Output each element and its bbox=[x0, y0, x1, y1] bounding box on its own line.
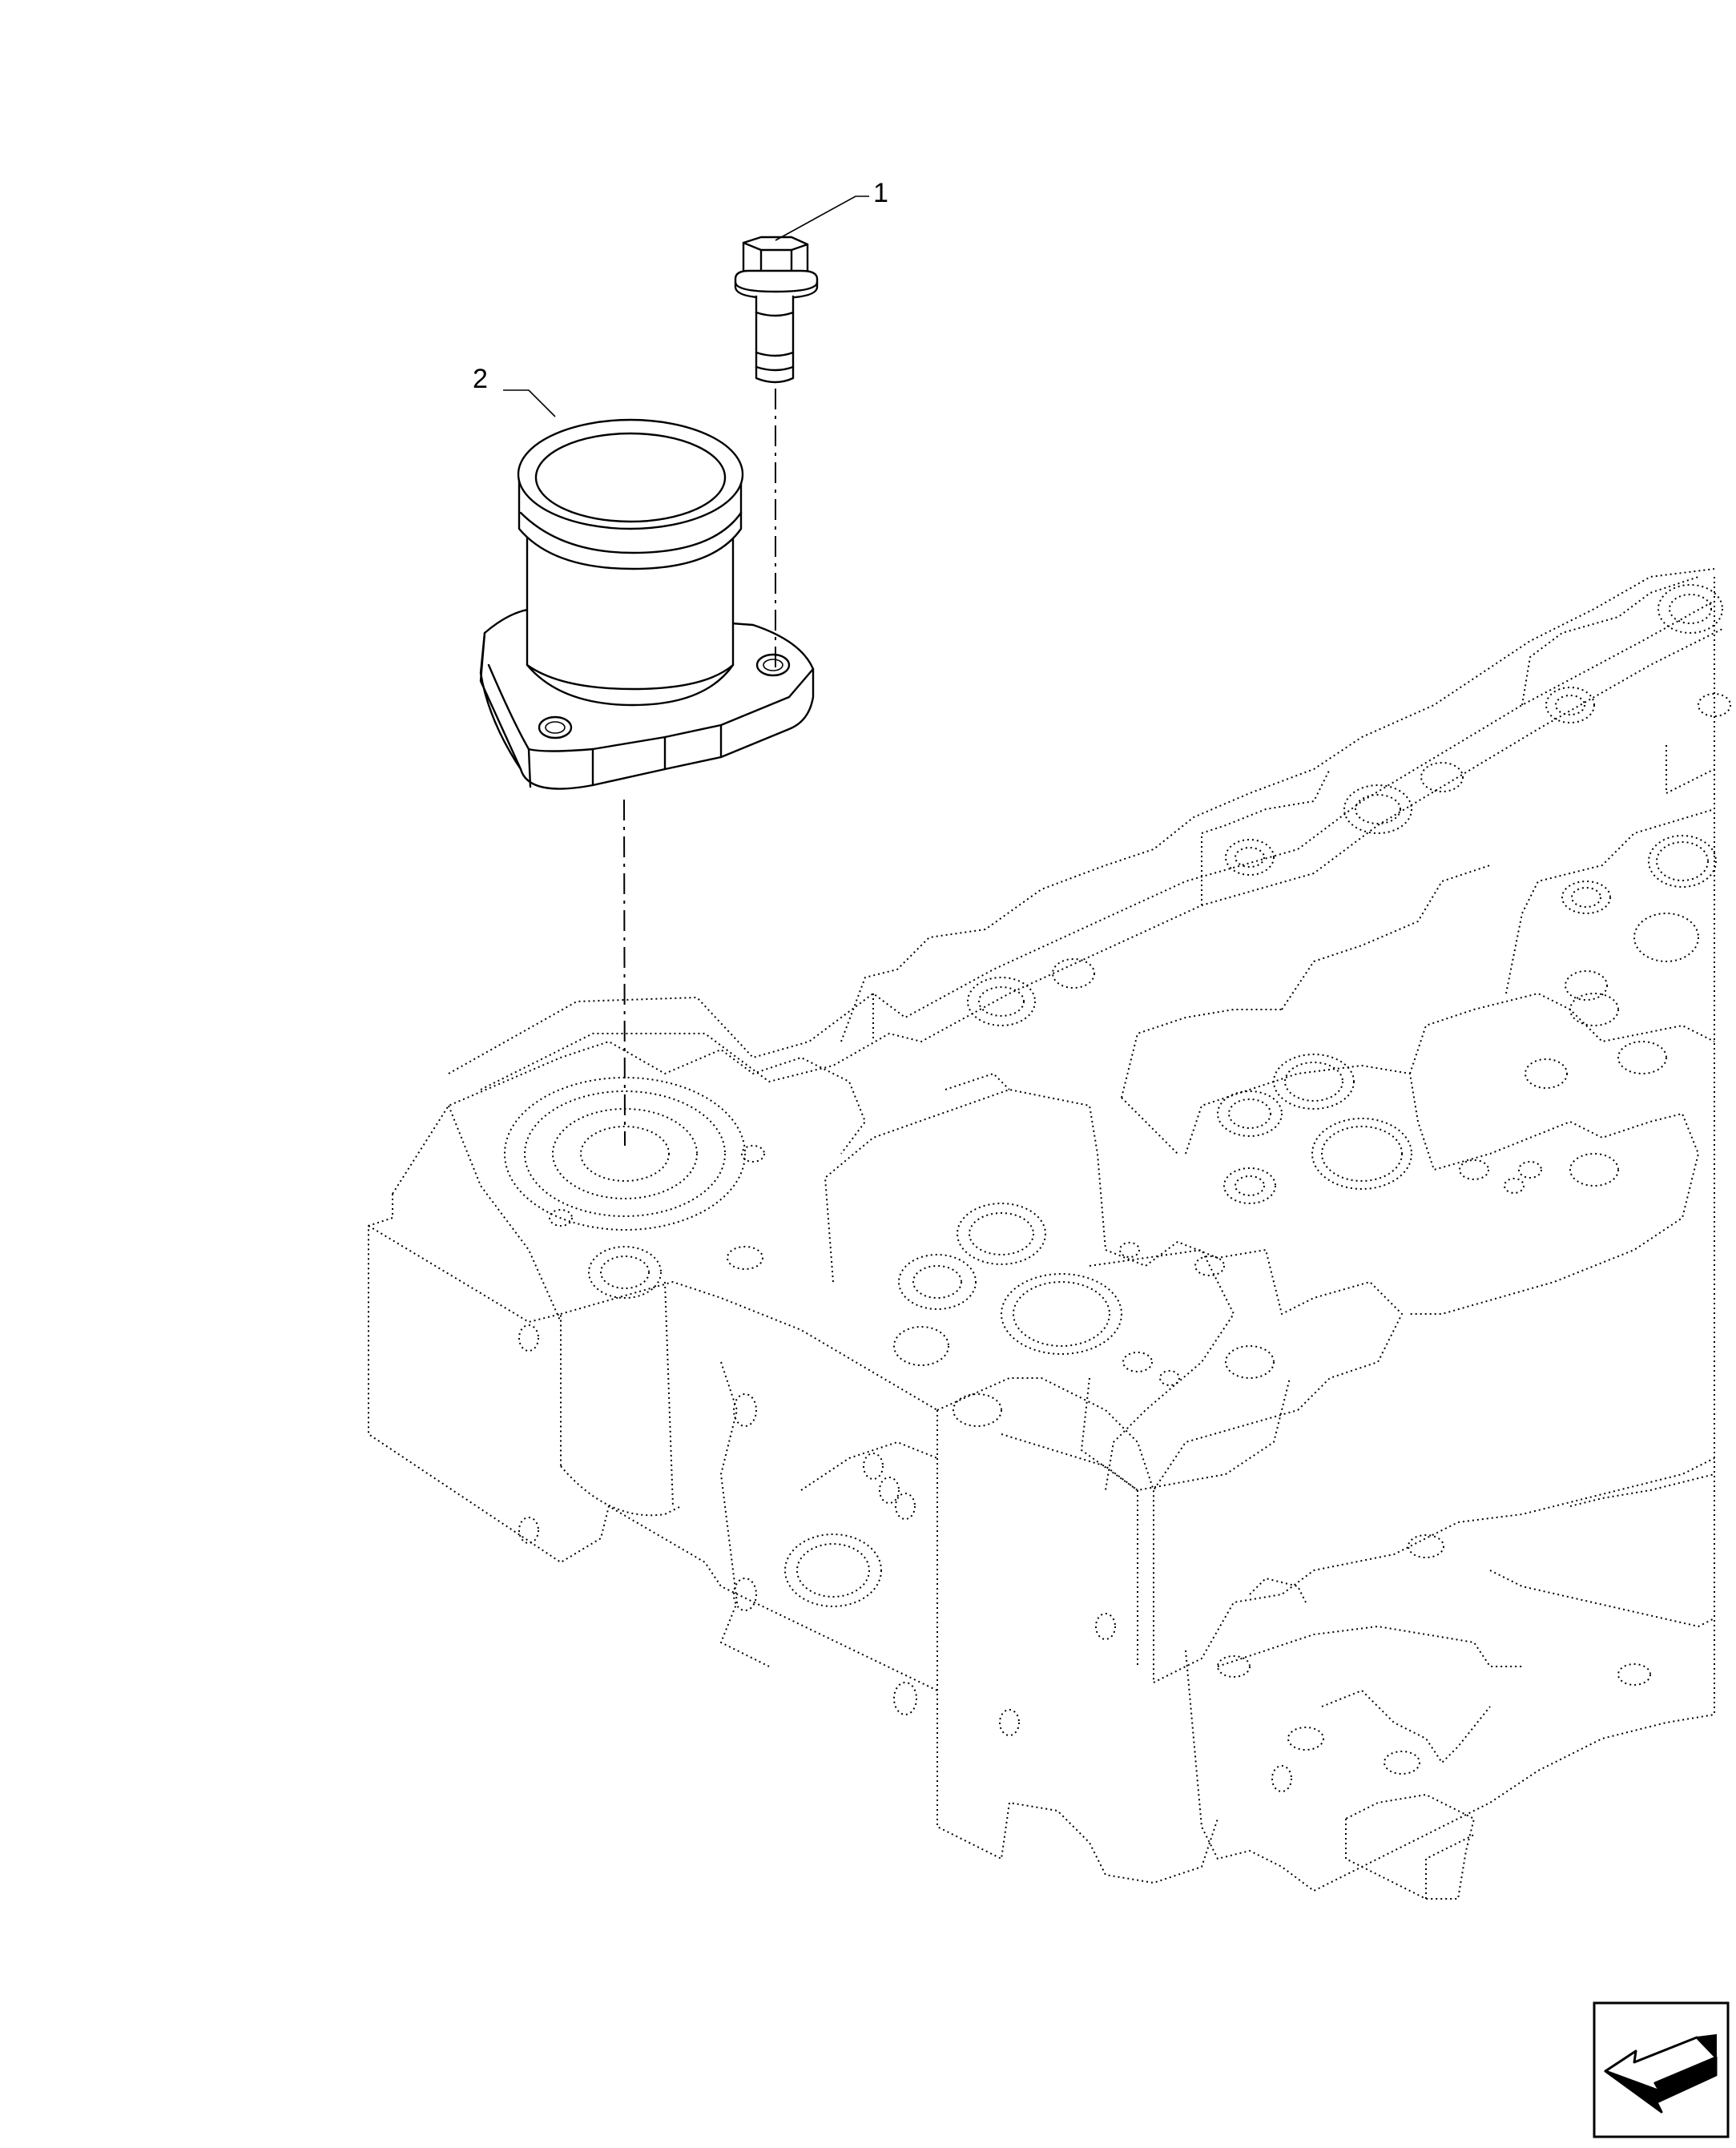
callout-label-1: 1 bbox=[873, 178, 888, 208]
callout-label-2: 2 bbox=[473, 364, 488, 394]
next-page-arrow-icon bbox=[1604, 2033, 1718, 2114]
cylinder-head bbox=[368, 568, 1731, 1900]
callout-1: 1 bbox=[775, 178, 888, 241]
callout-2: 2 bbox=[473, 364, 556, 417]
next-page-arrow-button[interactable] bbox=[1593, 2001, 1730, 2138]
bolt bbox=[734, 236, 819, 384]
water-outlet-flange bbox=[479, 418, 815, 790]
assembly-centerlines bbox=[623, 389, 776, 1147]
